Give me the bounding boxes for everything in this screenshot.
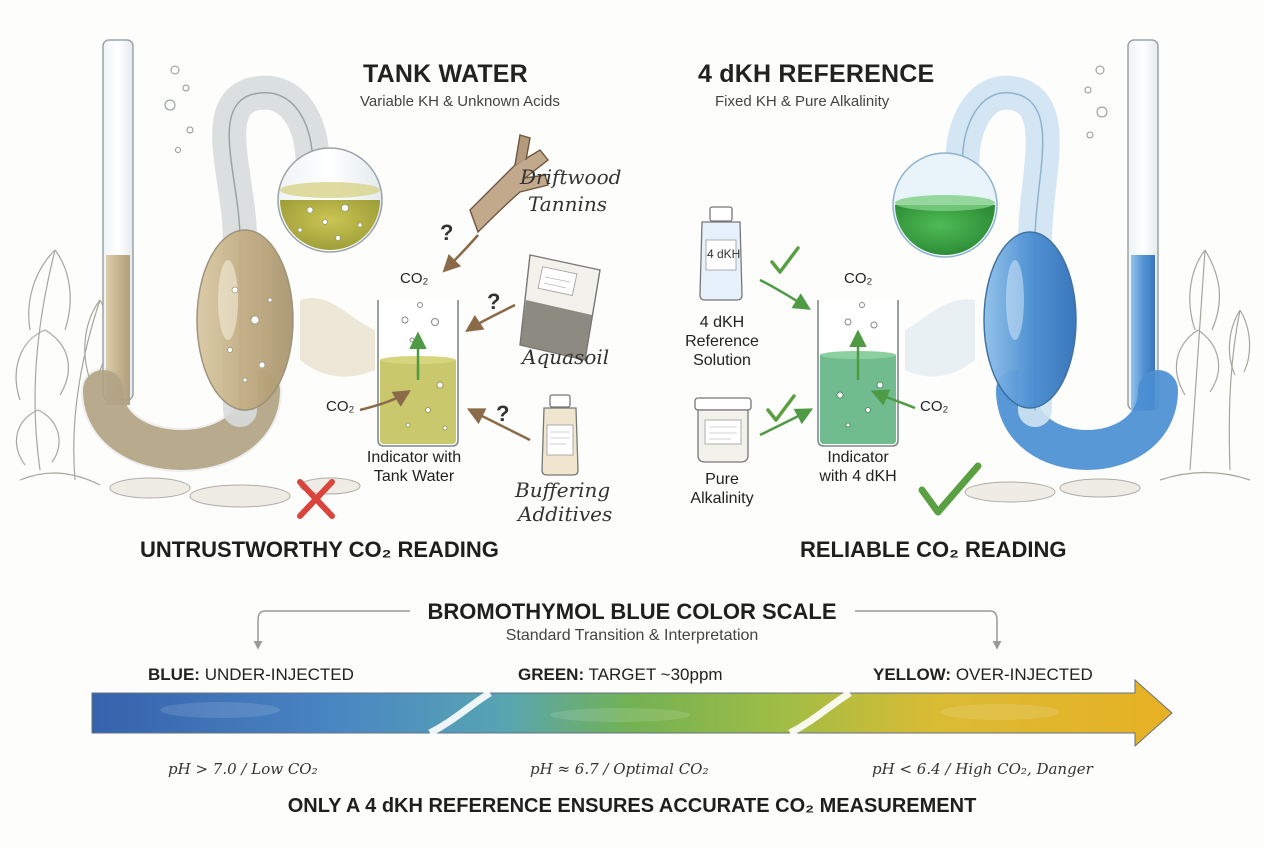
right-indicator-label-line2: with 4 dKH — [819, 468, 897, 485]
check-marks-small — [766, 246, 800, 422]
reference-bottle-icon — [699, 206, 743, 301]
left-indicator-label-line2: Tank Water — [373, 468, 455, 485]
yellow-color-word: YELLOW: — [873, 665, 952, 684]
driftwood-label-line1: Driftwood — [520, 165, 622, 189]
right-flow-wash — [905, 299, 975, 377]
buffering-label-line1: Buffering — [515, 478, 611, 502]
right-drop-checker — [892, 39, 1178, 470]
alkalinity-jar-icon — [694, 397, 752, 463]
yellow-ph-note: pH < 6.4 / High CO₂, Danger — [872, 760, 1093, 778]
alkalinity-label-line2: Alkalinity — [690, 490, 754, 507]
blue-meaning: UNDER-INJECTED — [204, 665, 354, 684]
left-co2-side-label: CO₂ — [326, 398, 355, 415]
color-scale-arrow — [91, 678, 1173, 748]
scale-subtitle: Standard Transition & Interpretation — [505, 627, 759, 644]
aquasoil-label: Aquasoil — [522, 345, 610, 369]
question-mark-aquasoil: ? — [487, 289, 501, 314]
reference-label-line2: Reference — [685, 333, 759, 350]
left-co2-top-label: CO₂ — [400, 270, 429, 287]
left-verdict: UNTRUSTWORTHY CO₂ READING — [140, 537, 499, 562]
right-subtitle: Fixed KH & Pure Alkalinity — [715, 93, 890, 110]
check-icon — [918, 462, 982, 516]
driftwood-icon — [469, 134, 549, 234]
bottle-label: 4 dKH — [707, 247, 741, 261]
scale-segment-green-tag: GREEN: TARGET ~30ppm — [518, 665, 723, 685]
right-plants-sketch — [1159, 249, 1251, 481]
left-indicator-beaker — [359, 300, 459, 447]
right-co2-side-label: CO₂ — [920, 398, 949, 415]
green-meaning: TARGET ~30ppm — [588, 665, 723, 684]
right-source-arrows — [759, 278, 814, 437]
yellow-meaning: OVER-INJECTED — [955, 665, 1093, 684]
aquasoil-bag-icon — [519, 254, 601, 361]
left-source-arrows — [442, 234, 531, 442]
right-title: 4 dKH REFERENCE — [698, 60, 935, 88]
blue-color-word: BLUE: — [148, 665, 200, 684]
right-indicator-label-line1: Indicator — [827, 449, 889, 466]
cross-icon — [297, 479, 335, 519]
green-color-word: GREEN: — [518, 665, 585, 684]
green-ph-note: pH ≈ 6.7 / Optimal CO₂ — [530, 760, 709, 778]
reference-label-line3: Solution — [693, 352, 751, 369]
scale-title: BROMOTHYMOL BLUE COLOR SCALE — [427, 599, 837, 624]
left-plants-sketch — [15, 249, 109, 486]
scale-segment-blue-tag: BLUE: UNDER-INJECTED — [148, 665, 354, 685]
left-title: TANK WATER — [363, 60, 528, 88]
left-indicator-label-line1: Indicator with — [366, 449, 462, 466]
left-subtitle: Variable KH & Unknown Acids — [360, 93, 560, 110]
alkalinity-label-line1: Pure — [705, 471, 739, 488]
footer-statement: ONLY A 4 dKH REFERENCE ENSURES ACCURATE … — [287, 795, 977, 817]
right-indicator-beaker — [817, 300, 916, 447]
right-co2-top-label: CO₂ — [844, 270, 873, 287]
driftwood-label-line2: Tannins — [528, 192, 608, 216]
buffering-label-line2: Additives — [518, 502, 613, 526]
scale-bracket-lines — [253, 610, 1002, 650]
question-mark-driftwood: ? — [440, 220, 454, 245]
scale-segment-yellow-tag: YELLOW: OVER-INJECTED — [873, 665, 1093, 685]
right-ground-sketch — [964, 478, 1141, 503]
question-mark-buffering: ? — [496, 401, 510, 426]
blue-ph-note: pH > 7.0 / Low CO₂ — [168, 760, 318, 778]
right-verdict: RELIABLE CO₂ READING — [800, 537, 1067, 562]
left-flow-wash — [300, 297, 375, 377]
reference-label-line1: 4 dKH — [699, 314, 745, 331]
left-drop-checker — [81, 39, 383, 472]
buffering-bottle-icon — [541, 394, 579, 476]
